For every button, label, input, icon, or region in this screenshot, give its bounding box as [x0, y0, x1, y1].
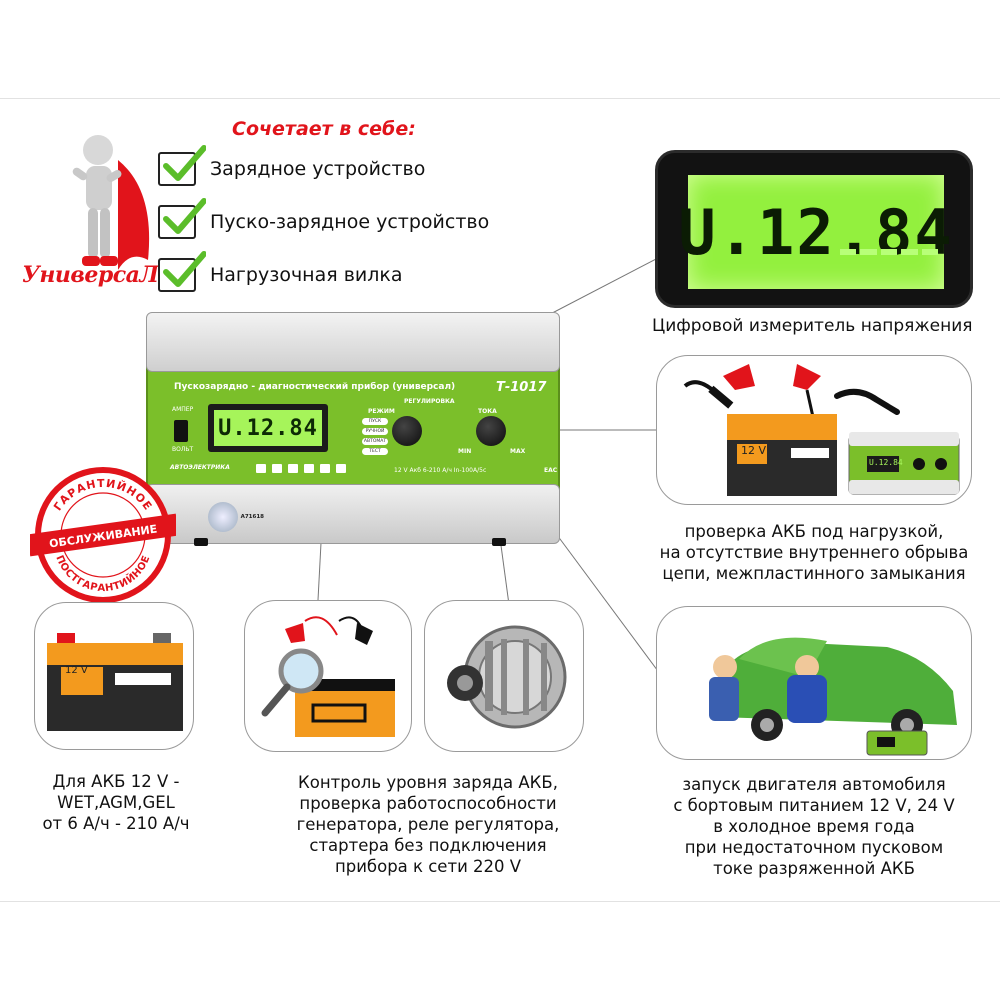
cold-start-card	[656, 606, 972, 760]
section-regulation: РЕГУЛИРОВКА	[404, 398, 455, 405]
diagnostics-caption: Контроль уровня заряда АКБ, проверка раб…	[270, 772, 586, 877]
caption-line: проверка работоспособности	[299, 794, 557, 813]
battery-types-card: 12 V	[34, 602, 194, 750]
caption-line: токе разряженной АКБ	[713, 859, 915, 878]
mode-pill: ТЕСТ	[362, 448, 388, 455]
caption-line: запуск двигателя автомобиля	[682, 775, 946, 794]
serial-number: A71618	[240, 514, 264, 520]
lcd-digits: U.12.84	[678, 195, 954, 269]
mode-icon	[304, 464, 314, 473]
device-display: U.12.84	[214, 410, 322, 446]
alternator-card	[424, 600, 584, 752]
caption-line: Контроль уровня заряда АКБ,	[298, 773, 558, 792]
caption-line: стартера без подключения	[309, 836, 547, 855]
feature-label: Зарядное устройство	[210, 157, 426, 180]
hero-badge: УниверсаЛ	[22, 262, 159, 288]
battery-label: 12 V	[65, 665, 88, 676]
battery-types-caption: Для АКБ 12 V - WET,AGM,GEL от 6 А/ч - 21…	[26, 771, 206, 834]
caption-line: проверка АКБ под нагрузкой,	[684, 522, 944, 541]
battery-load-caption: проверка АКБ под нагрузкой, на отсутстви…	[648, 521, 980, 584]
eac-mark: ЕАС	[544, 467, 558, 474]
battery-icon	[47, 633, 183, 731]
mode-icon	[320, 464, 330, 473]
caption-line: на отсутствие внутреннего обрыва	[659, 543, 969, 562]
mini-display: U.12.84	[869, 458, 903, 467]
headline: Сочетает в себе:	[232, 118, 416, 140]
feature-item: Нагрузочная вилка	[158, 248, 489, 301]
serial-sticker: A71618	[208, 502, 264, 532]
switch-label-volt: ВОЛЬТ	[172, 446, 194, 453]
mode-pill: РУЧНОЙ	[362, 428, 388, 435]
battery-clamps-icon	[683, 364, 960, 496]
current-knob[interactable]	[476, 416, 506, 446]
cold-start-caption: запуск двигателя автомобиля с бортовым п…	[646, 774, 982, 879]
caption-line: Для АКБ 12 V -	[52, 772, 180, 791]
feature-label: Нагрузочная вилка	[210, 263, 403, 286]
caption-line: в холодное время года	[713, 817, 915, 836]
lcd-glass: U.12.84	[678, 175, 952, 289]
lcd-level-bar	[840, 249, 939, 255]
superhero-figure-icon	[72, 135, 150, 270]
caption-line: генератора, реле регулятора,	[296, 815, 560, 834]
section-current: ТОКА	[478, 408, 497, 415]
section-mode: РЕЖИМ	[368, 408, 395, 415]
feature-item: Пуско-зарядное устройство	[158, 195, 489, 248]
battery-load-card: 12 V U.12.84	[656, 355, 972, 505]
mode-pill: ПУСК	[362, 418, 388, 425]
caption-line: WET,AGM,GEL	[57, 793, 175, 812]
charger-device: Пускозарядно - диагностический прибор (у…	[146, 312, 560, 546]
device-model: Т-1017	[496, 380, 547, 395]
mode-icon	[288, 464, 298, 473]
device-brand: АВТОЭЛЕКТРИКА	[170, 464, 230, 471]
device-bottom-cover	[146, 484, 560, 544]
check-icon	[158, 144, 206, 186]
mode-icon	[272, 464, 282, 473]
car-icon	[709, 637, 957, 756]
device-top-cover	[146, 312, 560, 372]
mode-pill: АВТОМАТ	[362, 438, 388, 445]
feature-label: Пуско-зарядное устройство	[210, 210, 490, 233]
device-spec: 12 V Акб 6-210 А/ч In-100А/5с	[394, 467, 487, 474]
battery-label: 12 V	[741, 444, 767, 457]
lcd-caption: Цифровой измеритель напряжения	[652, 316, 973, 336]
device-foot	[194, 538, 208, 546]
feature-item: Зарядное устройство	[158, 142, 489, 195]
check-icon	[158, 250, 206, 292]
device-screen: U.12.84	[208, 404, 328, 452]
device-title: Пускозарядно - диагностический прибор (у…	[174, 382, 456, 392]
mode-knob[interactable]	[392, 416, 422, 446]
caption-line: при недостаточном пусковом	[684, 838, 944, 857]
caption-line: прибора к сети 220 V	[334, 857, 522, 876]
device-foot	[492, 538, 506, 546]
alternator-icon	[447, 625, 567, 729]
switch-label-amp: АМПЕР	[172, 406, 194, 413]
caption-line: от 6 А/ч - 210 А/ч	[42, 814, 190, 833]
mode-icon	[336, 464, 346, 473]
check-icon	[158, 197, 206, 239]
power-switch[interactable]	[174, 420, 188, 442]
warranty-stamp: ГАРАНТИЙНОЕ ПОСТГАРАНТИЙНОЕ ОБСЛУЖИВАНИЕ	[30, 467, 176, 603]
label-max: MAX	[510, 448, 526, 455]
mode-icon	[256, 464, 266, 473]
label-min: MIN	[458, 448, 472, 455]
lcd-closeup: U.12.84	[655, 150, 973, 308]
caption-line: с бортовым питанием 12 V, 24 V	[673, 796, 955, 815]
diagnostics-battery-card	[244, 600, 412, 752]
magnifier-icon	[261, 616, 395, 737]
feature-list: Зарядное устройство Пуско-зарядное устро…	[158, 142, 489, 301]
caption-line: цепи, межпластинного замыкания	[662, 564, 966, 583]
